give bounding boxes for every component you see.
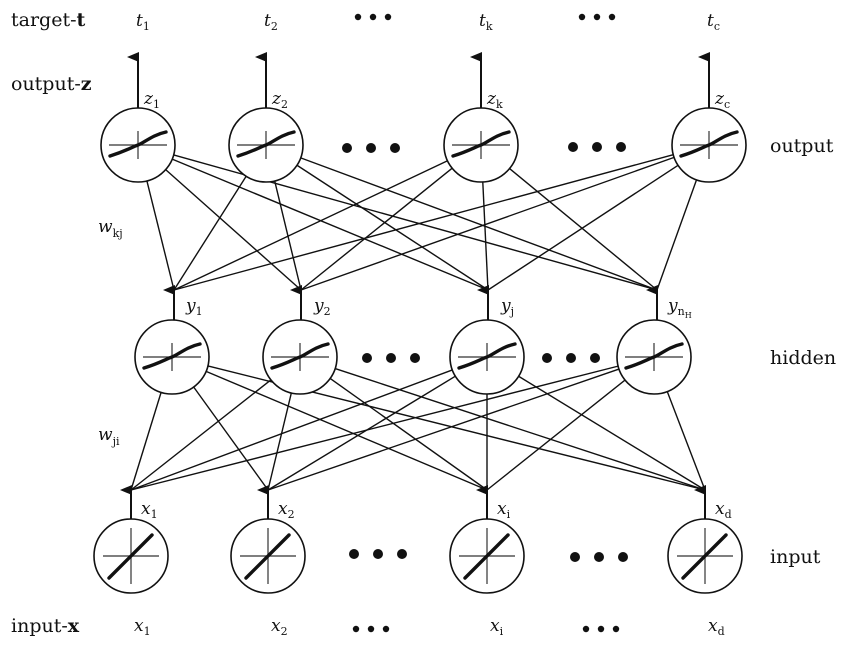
input-neuron-x2 (230, 518, 306, 594)
weight-connection-kj (173, 175, 247, 291)
source-label-x1: x1 (134, 616, 151, 638)
input-neuron-xd (667, 518, 743, 594)
sigmoid-activation-icon (451, 130, 511, 159)
sigmoid-activation-icon (270, 342, 330, 371)
source-label-xi: xi (490, 616, 504, 638)
input-layer-label: input (770, 546, 821, 568)
hidden-layer-label: hidden (770, 347, 836, 369)
weight-connection-ji (267, 392, 293, 491)
hidden-neuron-y1 (134, 319, 210, 395)
weight-connection-kj (173, 154, 674, 291)
node-labels: z1 t1 z2 t2 zk tk zc tc y1 y2 yj ynH x1 x1 x2 x2 xi xi xd x… (134, 11, 732, 638)
weight-connection-ji (267, 368, 620, 491)
weight-connection-ji (518, 375, 706, 491)
output-neuron-zk (443, 107, 519, 183)
input-label-x1: x1 (141, 499, 158, 521)
source-ellipsis (352, 625, 390, 633)
hidden-layer (134, 319, 692, 395)
output-layer (100, 107, 747, 183)
input-layer (93, 518, 743, 594)
weight-connection-ji (205, 370, 488, 491)
weight-connection-ji (329, 377, 488, 491)
output-label-z1: z1 (143, 89, 160, 111)
input-row-label: input-x (11, 615, 80, 637)
output-label-zk: zk (486, 89, 503, 111)
target-label-zc: tc (707, 11, 720, 33)
weight-connection-kj (146, 180, 175, 291)
sigmoid-activation-icon (624, 342, 684, 371)
input-label-xd: xd (715, 499, 732, 521)
sigmoid-activation-icon (142, 342, 202, 371)
output-row-label: output-z (11, 73, 92, 95)
weight-label-wji: wji (98, 425, 120, 448)
weight-connection-kj (300, 157, 658, 291)
sigmoid-activation-icon (236, 130, 296, 159)
sigmoid-activation-icon (108, 130, 168, 159)
weight-connection-ji (193, 386, 269, 491)
linear-activation-icon (240, 528, 296, 584)
hidden-to-output-connections (146, 154, 698, 291)
hidden-label-y2: y2 (313, 296, 331, 318)
hidden-ellipsis (362, 353, 420, 363)
output-neuron-zc (671, 107, 747, 183)
hidden-neuron-y2 (262, 319, 338, 395)
sigmoid-activation-icon (679, 130, 739, 159)
linear-activation-icon (677, 528, 733, 584)
weight-connection-ji (130, 379, 272, 491)
weight-connection-kj (173, 160, 448, 291)
weight-connection-ji (334, 367, 706, 491)
target-ellipsis (354, 13, 392, 21)
target-label-z2: t2 (264, 11, 278, 33)
sigmoid-activation-icon (457, 342, 517, 371)
arrows (120, 52, 710, 519)
weight-connection-kj (165, 169, 302, 291)
target-ellipsis (578, 13, 616, 21)
input-neuron-xi (449, 518, 525, 594)
weight-connection-kj (296, 164, 489, 291)
weight-connection-ji (486, 379, 626, 491)
output-label-zc: zc (714, 89, 730, 111)
hidden-label-y1: y1 (185, 296, 203, 318)
weight-connection-kj (509, 167, 658, 291)
linear-activation-icon (103, 528, 159, 584)
input-label-xi: xi (497, 499, 511, 521)
output-neuron-z1 (100, 107, 176, 183)
hidden-neuron-yj (449, 319, 525, 395)
source-label-xd: xd (708, 616, 725, 638)
input-label-x2: x2 (278, 499, 295, 521)
linear-activation-icon (459, 528, 515, 584)
target-label-zk: tk (479, 11, 493, 33)
output-neuron-z2 (228, 107, 304, 183)
output-ellipsis (342, 143, 400, 153)
weight-connection-kj (274, 180, 302, 291)
weight-connection-kj (171, 158, 489, 291)
weight-connection-ji (267, 375, 456, 491)
source-ellipsis (582, 625, 620, 633)
hidden-label-yj: yj (500, 296, 514, 318)
weight-connection-ji (130, 392, 162, 491)
target-label-z1: t1 (136, 11, 150, 33)
weight-connection-kj (482, 181, 489, 291)
source-label-x2: x2 (271, 616, 288, 638)
weight-connection-ji (130, 365, 619, 491)
weight-connection-kj (300, 167, 453, 291)
output-ellipsis (568, 142, 626, 152)
input-ellipsis (570, 552, 628, 562)
weight-connection-ji (666, 391, 706, 491)
target-row-label: target-t (11, 9, 86, 31)
input-to-hidden-connections (130, 365, 706, 491)
output-layer-label: output (770, 135, 834, 157)
output-label-z2: z2 (271, 89, 288, 111)
weight-label-wkj: wkj (98, 217, 123, 240)
input-neuron-x1 (93, 518, 169, 594)
ellipsis-dots (342, 13, 628, 633)
hidden-ellipsis (542, 353, 600, 363)
weight-connection-kj (487, 164, 679, 291)
weight-connection-kj (656, 179, 698, 291)
weight-connection-kj (300, 156, 675, 291)
input-ellipsis (349, 549, 407, 559)
hidden-label-ynH: ynH (667, 296, 692, 320)
hidden-neuron-ynH (616, 319, 692, 395)
